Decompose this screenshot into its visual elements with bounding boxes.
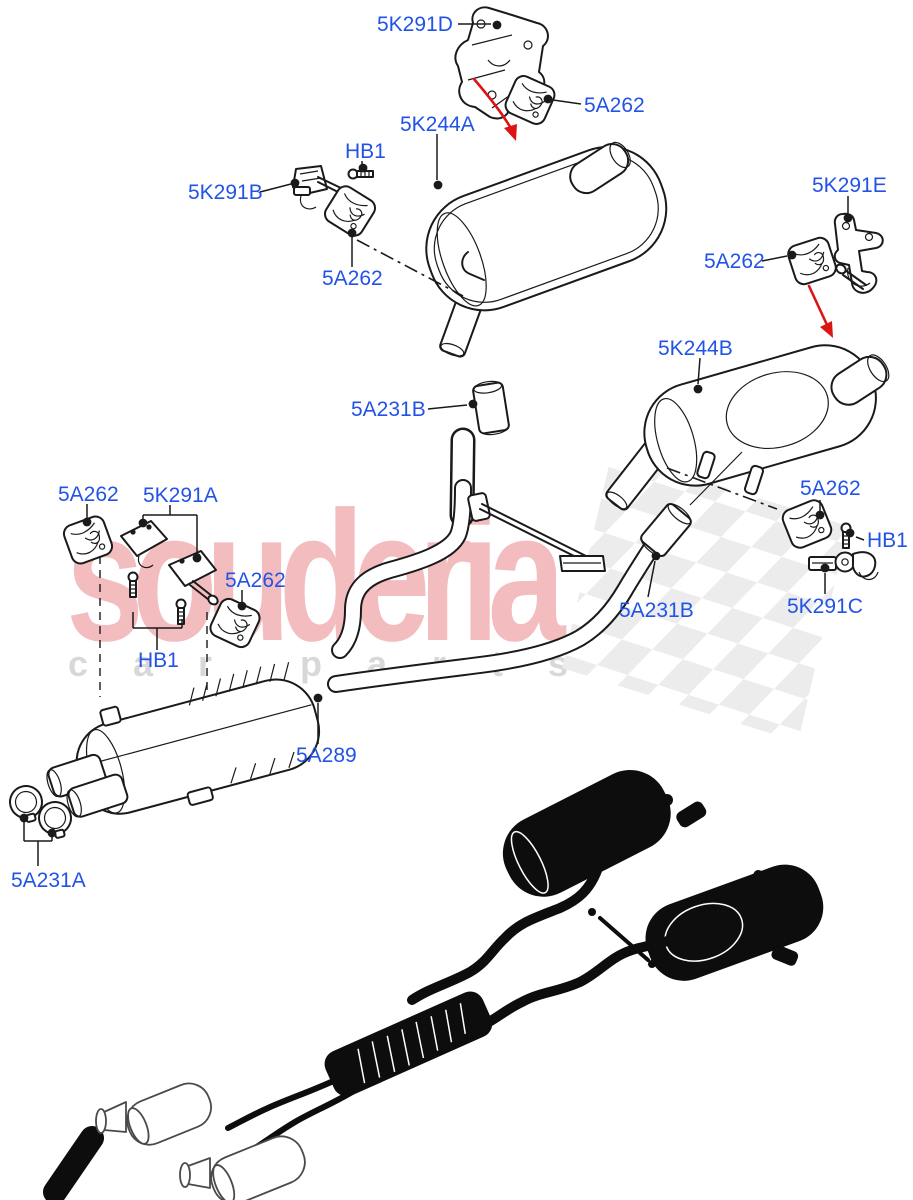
- leader-5a289: [313, 693, 323, 744]
- crossover-pipes-drawing: [327, 427, 664, 693]
- clamp-5a231b-upper-drawing: [471, 378, 511, 438]
- assembly-thumbnail: [43, 769, 824, 1200]
- muffler-5k244a-drawing: [425, 141, 668, 358]
- leader-5a231b-upper: [427, 399, 478, 410]
- leader-lines: [19, 20, 865, 866]
- part-label-5k291d[interactable]: 5K291D: [377, 13, 453, 36]
- resonator-5a289-drawing: [75, 662, 321, 815]
- part-label-5k244a[interactable]: 5K244A: [400, 113, 475, 136]
- part-label-hb1-top[interactable]: HB1: [345, 140, 386, 163]
- watermark-brand-text: souderia: [66, 473, 567, 679]
- leader-5k244a: [433, 134, 443, 190]
- leader-5a262-top: [543, 94, 582, 105]
- leader-hb1-left: [132, 612, 183, 650]
- clamp-5a262-right-upper-drawing: [784, 234, 840, 288]
- part-label-5a262-bottom-right[interactable]: 5A262: [800, 477, 861, 500]
- leader-5k291a: [138, 505, 202, 563]
- part-label-5a262-right-upper[interactable]: 5A262: [704, 250, 765, 273]
- leader-5a231b-lower: [647, 551, 661, 598]
- part-label-5k244b[interactable]: 5K244B: [658, 337, 733, 360]
- watermark-tagline-word1: car: [68, 643, 257, 684]
- part-label-5a262-left-lower[interactable]: 5A262: [225, 569, 286, 592]
- part-label-5a262-top[interactable]: 5A262: [584, 94, 645, 117]
- leader-5a262-left-lower: [237, 590, 247, 611]
- leader-5a262-bottom-right: [815, 500, 825, 520]
- leader-5k291b: [259, 178, 300, 193]
- part-label-5a262-left-upper[interactable]: 5A262: [322, 267, 383, 290]
- part-label-5k291a[interactable]: 5K291A: [143, 484, 218, 507]
- part-label-5k291b[interactable]: 5K291B: [188, 181, 263, 204]
- leader-hb1-top: [358, 161, 368, 173]
- part-label-5a289[interactable]: 5A289: [296, 744, 357, 767]
- bracket-5k291a-drawing: [120, 520, 219, 606]
- part-label-5a231a[interactable]: 5A231A: [11, 869, 86, 892]
- part-label-5a231b-lower[interactable]: 5A231B: [619, 599, 694, 622]
- part-labels: 5K291D 5A262 5K244A HB1 5K291B 5A262 5K2…: [11, 13, 908, 892]
- leader-5k291c: [820, 563, 830, 594]
- leader-5k291d: [458, 20, 502, 30]
- leader-5a231a: [19, 813, 57, 866]
- part-label-5k291e[interactable]: 5K291E: [812, 174, 887, 197]
- leader-5a262-right-upper: [761, 250, 797, 262]
- part-label-hb1-right[interactable]: HB1: [867, 529, 908, 552]
- leader-5k244b: [693, 357, 703, 394]
- part-label-5a262-far-left[interactable]: 5A262: [58, 483, 119, 506]
- checkered-flag-watermark: [562, 452, 848, 742]
- muffler-5k244b-drawing: [605, 344, 890, 511]
- bracket-5k291c-drawing: [808, 551, 879, 581]
- bracket-5k291e-drawing: [833, 212, 884, 294]
- red-arrow-left: [472, 77, 517, 141]
- hanger-rod-drawing: [479, 503, 606, 572]
- part-label-hb1-left[interactable]: HB1: [138, 649, 179, 672]
- clamps-5a231a-drawing: [5, 753, 129, 843]
- part-label-5k291c[interactable]: 5K291C: [787, 595, 863, 618]
- leader-5a262-far-left: [82, 504, 92, 527]
- watermark-brand: souderia: [66, 473, 579, 679]
- centerline-right: [666, 467, 778, 510]
- centerline-left: [356, 239, 464, 297]
- part-label-5a231b-upper[interactable]: 5A231B: [351, 398, 426, 421]
- leader-5a262-left-upper: [347, 228, 357, 267]
- red-arrow-right: [807, 284, 833, 338]
- leader-hb1-right: [845, 528, 865, 541]
- leader-5k291e: [843, 196, 853, 223]
